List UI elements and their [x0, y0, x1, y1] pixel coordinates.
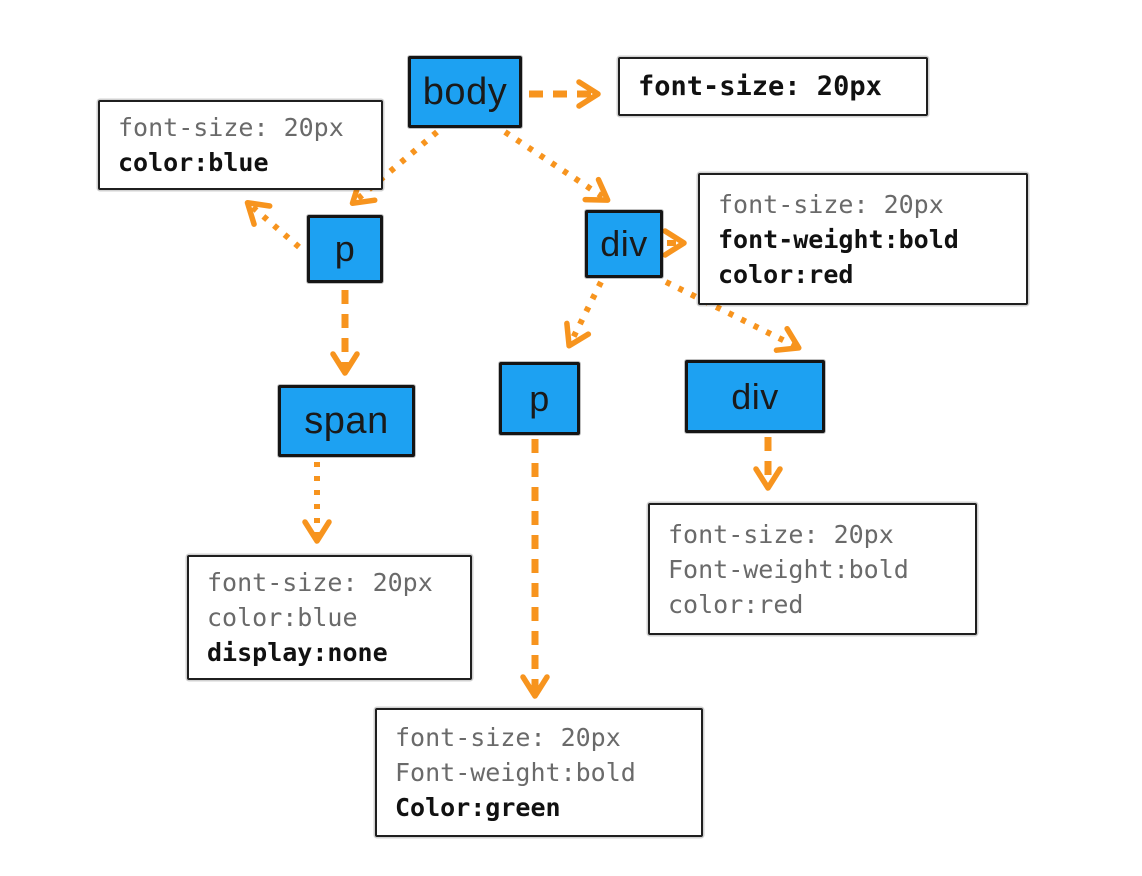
stylebox-p-left: font-size: 20px color:blue — [98, 100, 383, 190]
stylebox-span: font-size: 20px color:blue display:none — [187, 555, 472, 680]
style-line: Font-weight:bold — [395, 758, 636, 787]
style-line: color:red — [668, 589, 804, 619]
node-body: body — [408, 56, 522, 128]
style-line: color:blue — [118, 148, 269, 177]
stylebox-div-right: font-size: 20px font-weight:bold color:r… — [698, 173, 1028, 305]
style-line: font-size: 20px — [718, 189, 944, 219]
style-line: font-size: 20px — [395, 723, 621, 752]
node-p-child-label: p — [529, 377, 550, 419]
arrow-body-to-div-right — [503, 129, 611, 203]
style-line: display:none — [207, 638, 388, 667]
style-line: Font-weight:bold — [668, 554, 909, 584]
style-line: font-size: 20px — [668, 519, 894, 549]
node-span-label: span — [304, 399, 389, 442]
node-p-child: p — [499, 362, 580, 435]
style-line: font-weight:bold — [718, 224, 959, 254]
arrow-p-left-to-styles-p-left — [244, 199, 301, 250]
style-line: color:blue — [207, 603, 358, 632]
style-line: Color:green — [395, 793, 561, 822]
node-div-child-label: div — [731, 375, 779, 417]
stylebox-body-line: font-size: 20px — [638, 71, 882, 102]
stylebox-p-child: font-size: 20px Font-weight:bold Color:g… — [375, 708, 703, 837]
node-span: span — [278, 385, 415, 457]
node-div-right: div — [585, 210, 663, 278]
node-div-child: div — [685, 360, 825, 433]
node-div-right-label: div — [600, 223, 648, 264]
arrow-div-right-to-p-child — [564, 280, 604, 349]
node-p-left: p — [307, 215, 383, 283]
stylebox-div-child: font-size: 20px Font-weight:bold color:r… — [648, 503, 977, 635]
style-line: font-size: 20px — [207, 568, 433, 597]
style-line: font-size: 20px — [118, 113, 344, 142]
stylebox-body: font-size: 20px — [618, 57, 928, 116]
node-body-label: body — [422, 70, 508, 113]
style-line: color:red — [718, 259, 854, 289]
node-p-left-label: p — [334, 228, 356, 269]
